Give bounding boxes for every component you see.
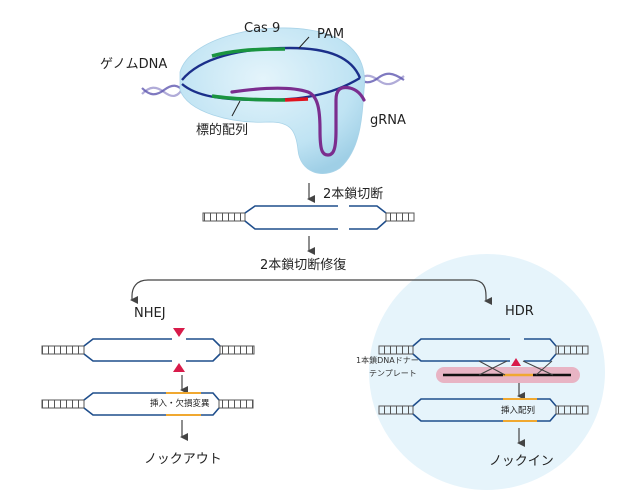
branch-arrow-right — [312, 279, 492, 305]
pam-leader-line — [298, 36, 310, 49]
pam-label: PAM — [317, 27, 345, 42]
hdr-dna-inserted — [378, 398, 589, 422]
donor-template-label-line2: テンプレート — [369, 369, 417, 378]
nhej-mutation-label: 挿入・欠損変異 — [150, 399, 210, 409]
nhej-title: NHEJ — [134, 306, 166, 321]
target-leader-line — [231, 100, 241, 117]
cas9-label: Cas 9 — [244, 21, 281, 36]
branch-arrow-left — [130, 279, 312, 304]
genome-dna-label: ゲノムDNA — [100, 57, 168, 72]
donor-template-label-line1: 1本鎖DNAドナー — [356, 356, 419, 365]
hdr-insert-label: 挿入配列 — [501, 406, 536, 416]
cut-marker-bottom — [173, 363, 185, 372]
target-sequence-label: 標的配列 — [196, 123, 249, 138]
dna-helix-left — [141, 84, 185, 98]
dsb-repair-label: 2本鎖切断修復 — [260, 258, 347, 273]
pam-red — [284, 97, 309, 102]
nhej-result-label: ノックアウト — [144, 452, 222, 467]
dsb-dna — [202, 205, 415, 230]
target-bottom-green — [211, 94, 286, 102]
grna-label: gRNA — [370, 113, 406, 128]
grna-strand — [230, 85, 366, 157]
hdr-cut-marker — [511, 358, 521, 366]
homology-crossovers — [478, 360, 554, 376]
nhej-dna-cut — [41, 338, 255, 362]
dsb-label: 2本鎖切断 — [323, 187, 384, 202]
cas9-complex — [141, 27, 405, 174]
dna-top-strand — [181, 46, 362, 81]
target-top-green — [211, 47, 286, 58]
hdr-result-label: ノックイン — [489, 454, 554, 469]
cut-marker-top — [173, 328, 185, 337]
nhej-dna-mutated — [41, 392, 254, 416]
hdr-dna-cut — [378, 338, 589, 362]
hdr-title: HDR — [505, 304, 534, 319]
